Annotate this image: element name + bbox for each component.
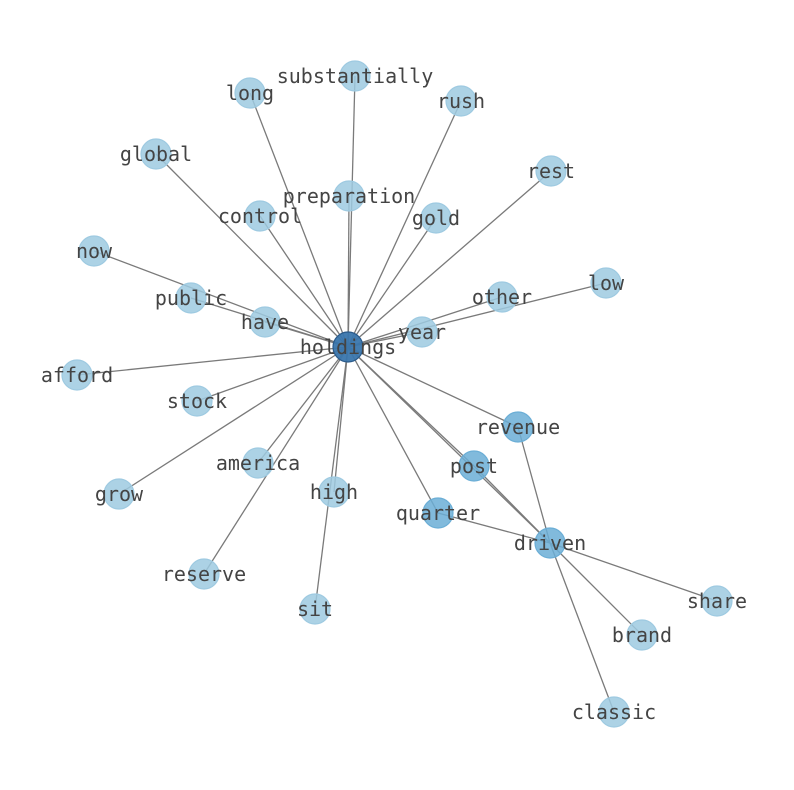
node-global xyxy=(140,138,172,170)
node-label-quarter: quarter xyxy=(396,501,480,525)
edge-holdings-america xyxy=(257,346,349,464)
node-label-reserve: reserve xyxy=(162,562,246,586)
node-have xyxy=(249,306,281,338)
node-label-year: year xyxy=(398,320,446,344)
node-rest xyxy=(535,155,567,187)
node-america xyxy=(242,447,274,479)
node-label-brand: brand xyxy=(612,623,672,647)
node-classic xyxy=(598,696,630,728)
node-label-preparation: preparation xyxy=(283,184,415,208)
node-label-rush: rush xyxy=(437,89,485,113)
node-label-have: have xyxy=(241,310,289,334)
node-label-driven: driven xyxy=(514,531,586,555)
node-post xyxy=(458,450,490,482)
node-revenue xyxy=(502,411,534,443)
node-high xyxy=(318,476,350,508)
edge-holdings-quarter xyxy=(347,346,439,514)
edge-holdings-revenue xyxy=(347,346,519,428)
edge-holdings-control xyxy=(259,215,349,348)
edge-holdings-preparation xyxy=(347,195,350,348)
edge-driven-brand xyxy=(549,542,643,636)
node-label-public: public xyxy=(155,286,227,310)
node-label-holdings: holdings xyxy=(300,335,396,359)
edge-holdings-rest xyxy=(347,170,552,348)
graph-nodes xyxy=(61,60,733,728)
edge-holdings-driven xyxy=(347,346,551,544)
node-label-long: long xyxy=(226,81,274,105)
node-quarter xyxy=(422,497,454,529)
edge-holdings-global xyxy=(155,153,349,348)
graph-edges xyxy=(76,75,718,713)
edge-holdings-rush xyxy=(347,100,462,348)
node-control xyxy=(244,200,276,232)
node-public xyxy=(175,282,207,314)
node-label-grow: grow xyxy=(95,482,144,506)
edge-holdings-stock xyxy=(196,346,349,402)
node-brand xyxy=(626,619,658,651)
edge-driven-share xyxy=(549,542,718,602)
edge-driven-quarter xyxy=(437,512,551,544)
node-label-share: share xyxy=(687,589,747,613)
node-reserve xyxy=(188,558,220,590)
edge-holdings-grow xyxy=(118,346,349,495)
edge-holdings-substantially xyxy=(347,75,356,348)
node-substantially xyxy=(339,60,371,92)
node-label-gold: gold xyxy=(412,206,460,230)
node-label-control: control xyxy=(218,204,302,228)
edge-driven-revenue xyxy=(517,426,551,544)
node-label-now: now xyxy=(76,239,113,263)
node-label-post: post xyxy=(450,454,498,478)
node-now xyxy=(78,235,110,267)
node-rush xyxy=(445,85,477,117)
node-driven xyxy=(534,527,566,559)
node-stock xyxy=(181,385,213,417)
node-label-other: other xyxy=(472,285,532,309)
edge-driven-post xyxy=(473,465,551,544)
node-label-classic: classic xyxy=(572,700,656,724)
edge-holdings-long xyxy=(249,92,349,348)
node-afford xyxy=(61,359,93,391)
node-long xyxy=(234,77,266,109)
node-other xyxy=(486,281,518,313)
node-label-rest: rest xyxy=(527,159,575,183)
node-label-substantially: substantially xyxy=(277,64,434,88)
edge-holdings-now xyxy=(93,250,349,348)
node-share xyxy=(701,585,733,617)
node-label-low: low xyxy=(588,271,625,295)
edge-holdings-gold xyxy=(347,217,437,348)
node-grow xyxy=(103,478,135,510)
edge-holdings-afford xyxy=(76,346,349,376)
node-gold xyxy=(420,202,452,234)
node-label-high: high xyxy=(310,480,358,504)
edge-driven-classic xyxy=(549,542,615,713)
edge-holdings-high xyxy=(333,346,349,493)
node-holdings xyxy=(332,331,364,363)
node-label-sit: sit xyxy=(297,597,333,621)
node-sit xyxy=(299,593,331,625)
node-label-america: america xyxy=(216,451,300,475)
edge-holdings-reserve xyxy=(203,346,349,575)
node-label-stock: stock xyxy=(167,389,227,413)
node-label-afford: afford xyxy=(41,363,113,387)
edge-holdings-low xyxy=(347,282,607,348)
node-preparation xyxy=(333,180,365,212)
node-label-global: global xyxy=(120,142,192,166)
node-low xyxy=(590,267,622,299)
node-label-revenue: revenue xyxy=(476,415,560,439)
node-year xyxy=(406,316,438,348)
